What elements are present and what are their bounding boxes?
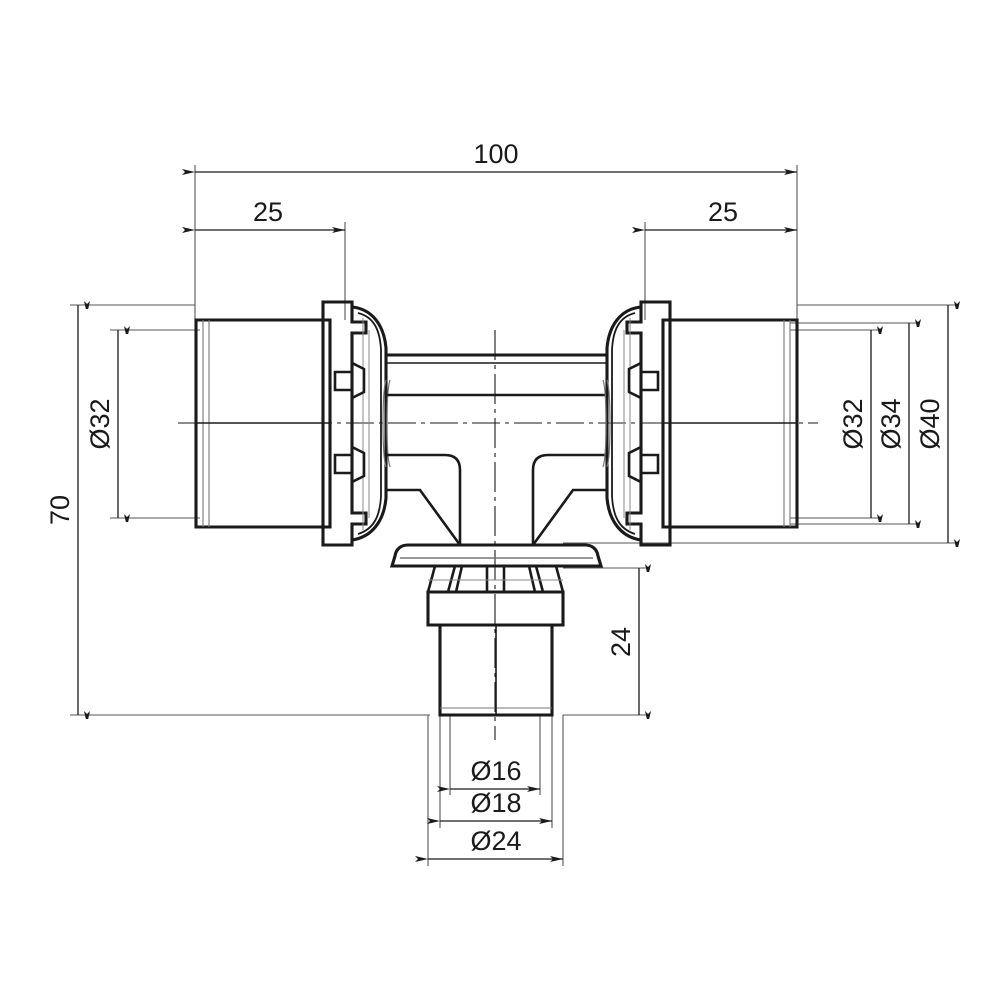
left-pipe-stub bbox=[194, 318, 332, 529]
dimension-labels: 100 25 25 70 Ø32 Ø32 Ø34 Ø40 24 Ø16 Ø18 … bbox=[45, 139, 945, 856]
extension-lines bbox=[70, 165, 957, 866]
dim-label-left-insert: 25 bbox=[253, 197, 283, 227]
dim-label-right-outer: Ø40 bbox=[915, 398, 945, 449]
dimension-lines bbox=[77, 169, 948, 862]
dim-label-branch-sleeve: Ø18 bbox=[470, 788, 521, 818]
dim-label-branch-outer: Ø24 bbox=[470, 826, 521, 856]
dim-label-branch-bore: Ø16 bbox=[470, 756, 521, 786]
dim-label-right-sleeve: Ø34 bbox=[876, 398, 906, 449]
branch-collar bbox=[426, 590, 565, 627]
dim-label-branch-height: 24 bbox=[606, 627, 636, 657]
right-press-sleeve bbox=[602, 300, 672, 547]
dim-label-left-bore: Ø32 bbox=[85, 398, 115, 449]
left-press-sleeve bbox=[321, 300, 391, 547]
branch-saddle bbox=[389, 543, 604, 568]
fitting-geometry bbox=[194, 300, 799, 717]
branch-tube bbox=[438, 623, 554, 717]
dim-label-right-bore: Ø32 bbox=[838, 398, 868, 449]
right-pipe-stub bbox=[661, 318, 799, 529]
center-body bbox=[385, 353, 608, 546]
dim-label-overall-length: 100 bbox=[473, 139, 518, 169]
dim-label-right-insert: 25 bbox=[708, 197, 738, 227]
dim-label-overall-height: 70 bbox=[45, 495, 75, 525]
